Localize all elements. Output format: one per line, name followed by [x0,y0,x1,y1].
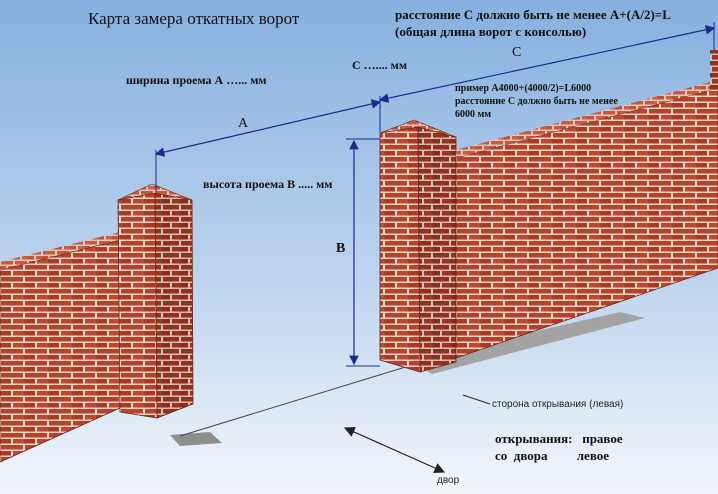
left-pillar [117,183,194,419]
gate-rail-slab [410,312,645,374]
yard-arrow [343,426,446,474]
dimension-b [346,138,380,367]
example-line-1: пример А4000+(4000/2)=L6000 [455,83,592,94]
diagram-title: Карта замера откатных ворот [88,9,300,28]
opening-side-label: сторона открывания (левая) [492,399,624,410]
opening-line-1: открывания: правое [495,431,623,446]
dim-c-label: С [512,45,522,60]
note-line-1: расстояние С должно быть не менее А+(А/2… [395,7,671,22]
width-a-field: ширина проема А …... мм [126,73,267,87]
dim-b-label: В [336,241,346,256]
note-line-2: (общая длина ворот с консолью) [395,24,587,39]
left-wall [0,232,126,463]
distance-c-field: С ….... мм [352,58,408,72]
opening-side-arrow [462,394,491,405]
dim-a-label: А [238,116,249,131]
far-pillar [710,50,718,90]
example-line-2: расстояние С должно быть не менее [455,96,618,107]
yard-label: двор [437,475,460,486]
dimension-c [378,22,716,103]
example-line-3: 6000 мм [455,109,492,120]
opening-line-2: со двора левое [495,448,610,463]
height-b-field: высота проема В ..... мм [203,177,333,191]
right-pillar [379,119,457,373]
ground-line [179,364,413,437]
